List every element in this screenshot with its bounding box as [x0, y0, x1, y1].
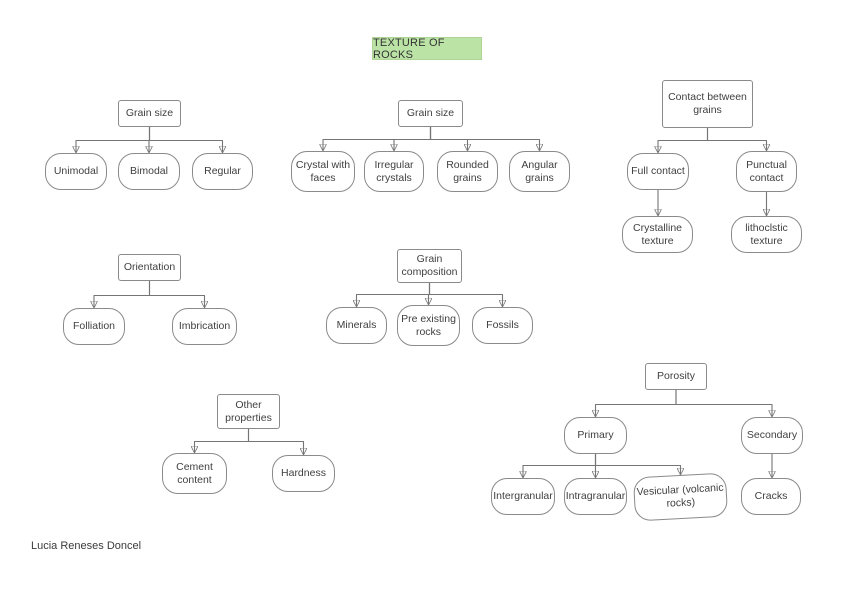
node-porosity: Porosity	[645, 363, 707, 390]
node-irregular-crystals: Irregular crystals	[364, 151, 424, 192]
connector-edge	[429, 127, 540, 150]
node-lithoclstic-texture: lithoclstic texture	[731, 216, 802, 253]
node-vesicular: Vesicular (volcanic rocks)	[632, 472, 729, 522]
connector-edge	[429, 127, 468, 150]
connector-edge	[658, 128, 709, 152]
node-imbrication: Imbrication	[172, 308, 237, 345]
node-other-properties: Other properties	[217, 394, 280, 429]
node-hardness: Hardness	[272, 455, 335, 492]
connector-edge	[594, 454, 681, 474]
connector-edge	[523, 454, 597, 477]
author-signature: Lucia Reneses Doncel	[31, 540, 142, 552]
node-contact-between-grains: Contact between grains	[662, 80, 753, 128]
diagram-title: TEXTURE OF ROCKS	[372, 37, 482, 61]
connector-edge	[247, 429, 304, 454]
node-grain-size-1: Grain size	[118, 100, 181, 127]
connector-edge	[357, 283, 431, 306]
node-folliation: Folliation	[63, 308, 125, 345]
connector-edge	[323, 127, 432, 150]
node-orientation: Orientation	[118, 254, 181, 281]
node-pre-existing-rocks: Pre existing rocks	[397, 305, 460, 346]
connector-edge	[429, 283, 430, 304]
connector-edge	[94, 281, 151, 307]
connector-edge	[675, 390, 772, 416]
connector-edge	[394, 127, 432, 150]
node-unimodal: Unimodal	[45, 153, 107, 190]
node-bimodal: Bimodal	[118, 153, 180, 190]
connector-edge	[596, 390, 677, 416]
node-rounded-grains: Rounded grains	[437, 151, 498, 192]
connector-edge	[428, 283, 503, 306]
node-crystal-with-faces: Crystal with faces	[291, 151, 355, 192]
connector-edge	[149, 127, 150, 152]
node-cracks: Cracks	[741, 478, 801, 515]
connector-edge	[148, 127, 223, 152]
connector-edge	[706, 128, 767, 150]
node-secondary: Secondary	[741, 417, 803, 454]
node-grain-composition: Grain composition	[397, 249, 462, 283]
node-regular: Regular	[192, 153, 253, 190]
connector-edge	[76, 127, 151, 152]
node-fossils: Fossils	[472, 307, 533, 344]
node-grain-size-2: Grain size	[398, 100, 463, 127]
connector-edge	[148, 281, 205, 307]
node-full-contact: Full contact	[627, 153, 689, 190]
connector-edge	[195, 429, 250, 452]
node-angular-grains: Angular grains	[509, 151, 570, 192]
node-crystalline-texture: Crystalline texture	[622, 216, 693, 253]
node-intragranular: Intragranular	[564, 478, 627, 515]
node-intergranular: Intergranular	[491, 478, 555, 515]
node-minerals: Minerals	[326, 307, 387, 344]
node-punctual-contact: Punctual contact	[736, 151, 797, 192]
node-primary: Primary	[564, 417, 627, 454]
node-cement-content: Cement content	[162, 453, 227, 494]
